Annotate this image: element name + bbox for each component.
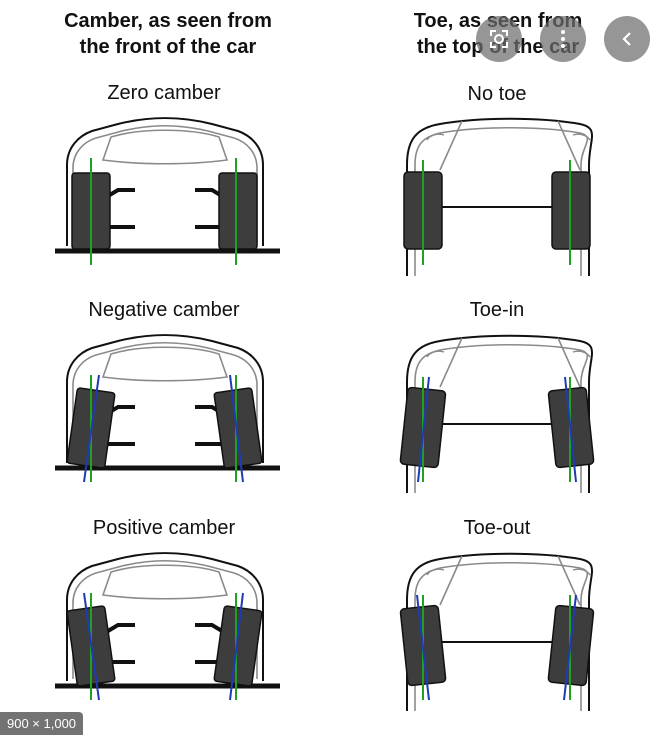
image-size-badge: 900 × 1,000 [0, 712, 84, 735]
negative-camber-illustration [55, 335, 280, 483]
caption-zero-camber: Zero camber [107, 82, 221, 104]
more-options-button[interactable] [540, 16, 586, 62]
caption-positive-camber: Positive camber [92, 517, 236, 539]
zero-camber-illustration [55, 118, 280, 265]
caption-toe-out: Toe-out [463, 517, 531, 539]
toe-in-illustration [399, 334, 595, 494]
camber-heading-line2: the front of the car [79, 36, 257, 58]
toe-out-illustration [399, 552, 595, 712]
more-vertical-icon [561, 30, 565, 48]
caption-negative-camber: Negative camber [88, 299, 240, 321]
chevron-left-icon [622, 32, 631, 46]
caption-no-toe: No toe [467, 83, 527, 105]
camber-heading: Camber, as seen from the front of the ca… [38, 8, 298, 60]
back-button[interactable] [604, 16, 650, 62]
no-toe-illustration [403, 117, 594, 277]
lens-icon [490, 30, 508, 48]
camber-heading-line1: Camber, as seen from [64, 10, 272, 32]
caption-toe-in: Toe-in [469, 299, 525, 321]
lens-button[interactable] [476, 16, 522, 62]
positive-camber-illustration [55, 553, 280, 701]
